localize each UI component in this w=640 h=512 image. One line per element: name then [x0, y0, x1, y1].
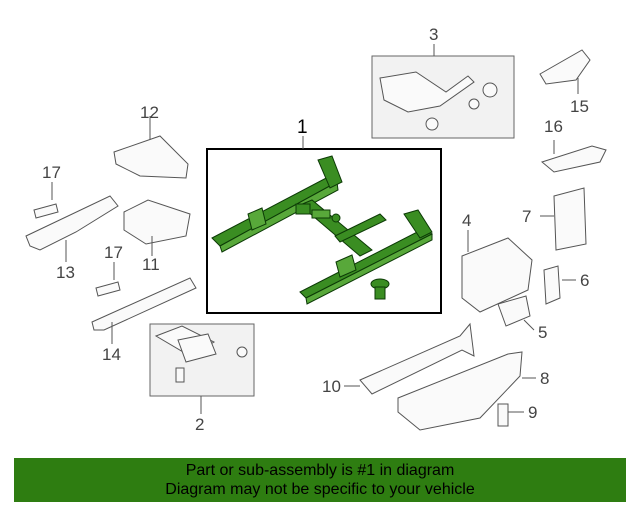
callout-6: 6	[580, 271, 590, 290]
seat-track-assembly[interactable]	[211, 155, 433, 305]
switch-7	[553, 187, 587, 251]
callout-11: 11	[142, 255, 160, 274]
screw-9	[497, 403, 509, 427]
callout-12: 12	[140, 103, 159, 122]
callout-4: 4	[462, 211, 472, 230]
track-cover-14	[91, 277, 197, 331]
track-cover-13	[25, 195, 119, 251]
callout-15: 15	[570, 97, 589, 116]
callout-14: 14	[102, 345, 121, 364]
callout-8: 8	[540, 369, 550, 388]
callout-2: 2	[195, 415, 205, 434]
banner-line-2: Diagram may not be specific to your vehi…	[165, 481, 475, 498]
trim-16	[540, 145, 607, 173]
callout-10: 10	[322, 377, 341, 396]
diagram-notice-banner: Part or sub-assembly is #1 in diagram Di…	[14, 458, 626, 502]
seat-switch-4	[461, 237, 533, 313]
banner-line-1: Part or sub-assembly is #1 in diagram	[185, 462, 455, 479]
bracket-12	[113, 135, 189, 179]
knob-5	[497, 295, 531, 327]
callout-3: 3	[429, 25, 439, 44]
cap-17b	[95, 281, 121, 297]
knob-6	[543, 265, 561, 305]
cable-10	[359, 322, 475, 395]
callout-17b: 17	[104, 243, 123, 262]
callout-1: 1	[297, 117, 308, 138]
trim-15	[539, 49, 591, 85]
cap-17a	[33, 203, 59, 219]
module-11	[123, 199, 191, 245]
callout-7: 7	[522, 207, 532, 226]
callout-9: 9	[528, 403, 538, 422]
side-cover-8	[397, 351, 523, 431]
callout-13: 13	[56, 263, 75, 282]
callout-5: 5	[538, 323, 548, 342]
bolt-icon	[370, 278, 390, 300]
callout-16: 16	[544, 117, 563, 136]
callout-17a: 17	[42, 163, 61, 182]
